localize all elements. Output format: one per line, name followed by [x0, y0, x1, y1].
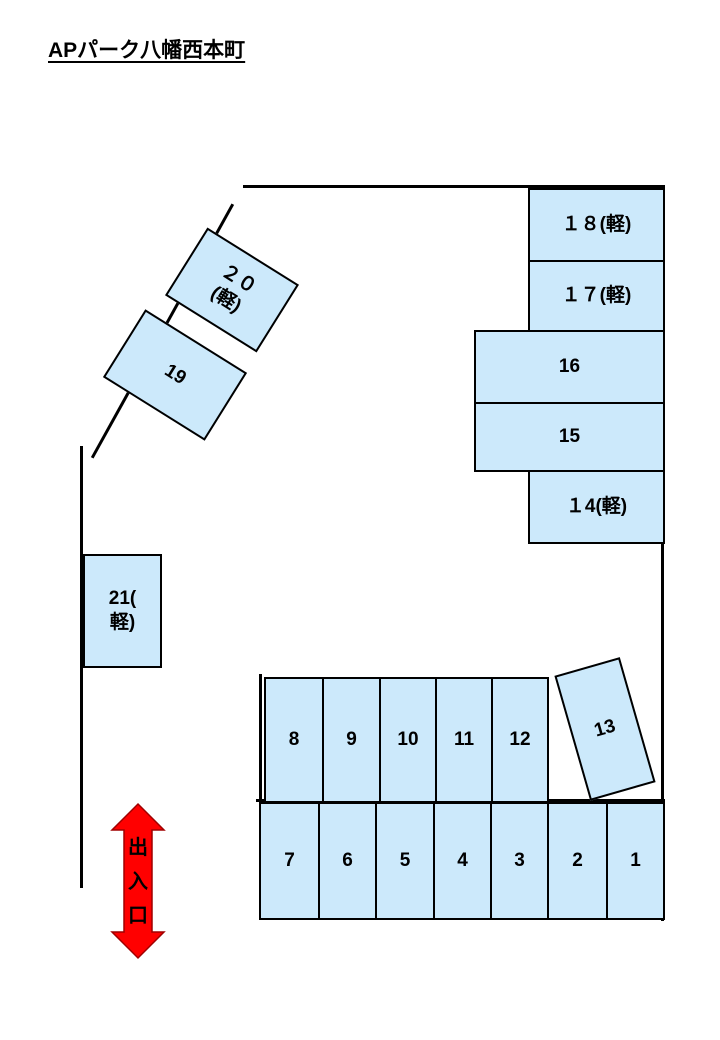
parking-slot-3[interactable]: 3 [490, 802, 549, 920]
diagonal-slots: 19 ２０ (軽) [80, 216, 299, 491]
top-wall [243, 185, 665, 188]
parking-slot-1[interactable]: 1 [606, 802, 665, 920]
entrance-exit-marker: 出 入 口 [108, 802, 168, 960]
parking-slot-12[interactable]: 12 [491, 677, 549, 803]
parking-slot-14[interactable]: １4(軽) [528, 470, 665, 544]
parking-slot-21[interactable]: 21( 軽) [83, 554, 162, 668]
parking-slot-6[interactable]: 6 [318, 802, 377, 920]
parking-slot-8[interactable]: 8 [264, 677, 324, 803]
parking-slot-11[interactable]: 11 [435, 677, 493, 803]
parking-slot-2[interactable]: 2 [547, 802, 608, 920]
entrance-exit-label: 出 入 口 [128, 835, 148, 927]
parking-slot-16[interactable]: 16 [474, 330, 665, 404]
double-headed-arrow-icon [110, 802, 166, 960]
inner-wall-vertical [259, 674, 262, 804]
parking-slot-5[interactable]: 5 [375, 802, 435, 920]
parking-slot-10[interactable]: 10 [379, 677, 437, 803]
page-title: APパーク八幡西本町 [48, 39, 246, 62]
left-wall [80, 446, 83, 888]
parking-slot-13[interactable]: 13 [554, 657, 656, 801]
parking-slot-7[interactable]: 7 [259, 802, 320, 920]
parking-slot-15[interactable]: 15 [474, 402, 665, 472]
parking-slot-18[interactable]: １８(軽) [528, 188, 665, 262]
parking-slot-9[interactable]: 9 [322, 677, 381, 803]
right-wall [661, 185, 664, 921]
parking-slot-17[interactable]: １７(軽) [528, 260, 665, 332]
parking-slot-4[interactable]: 4 [433, 802, 492, 920]
